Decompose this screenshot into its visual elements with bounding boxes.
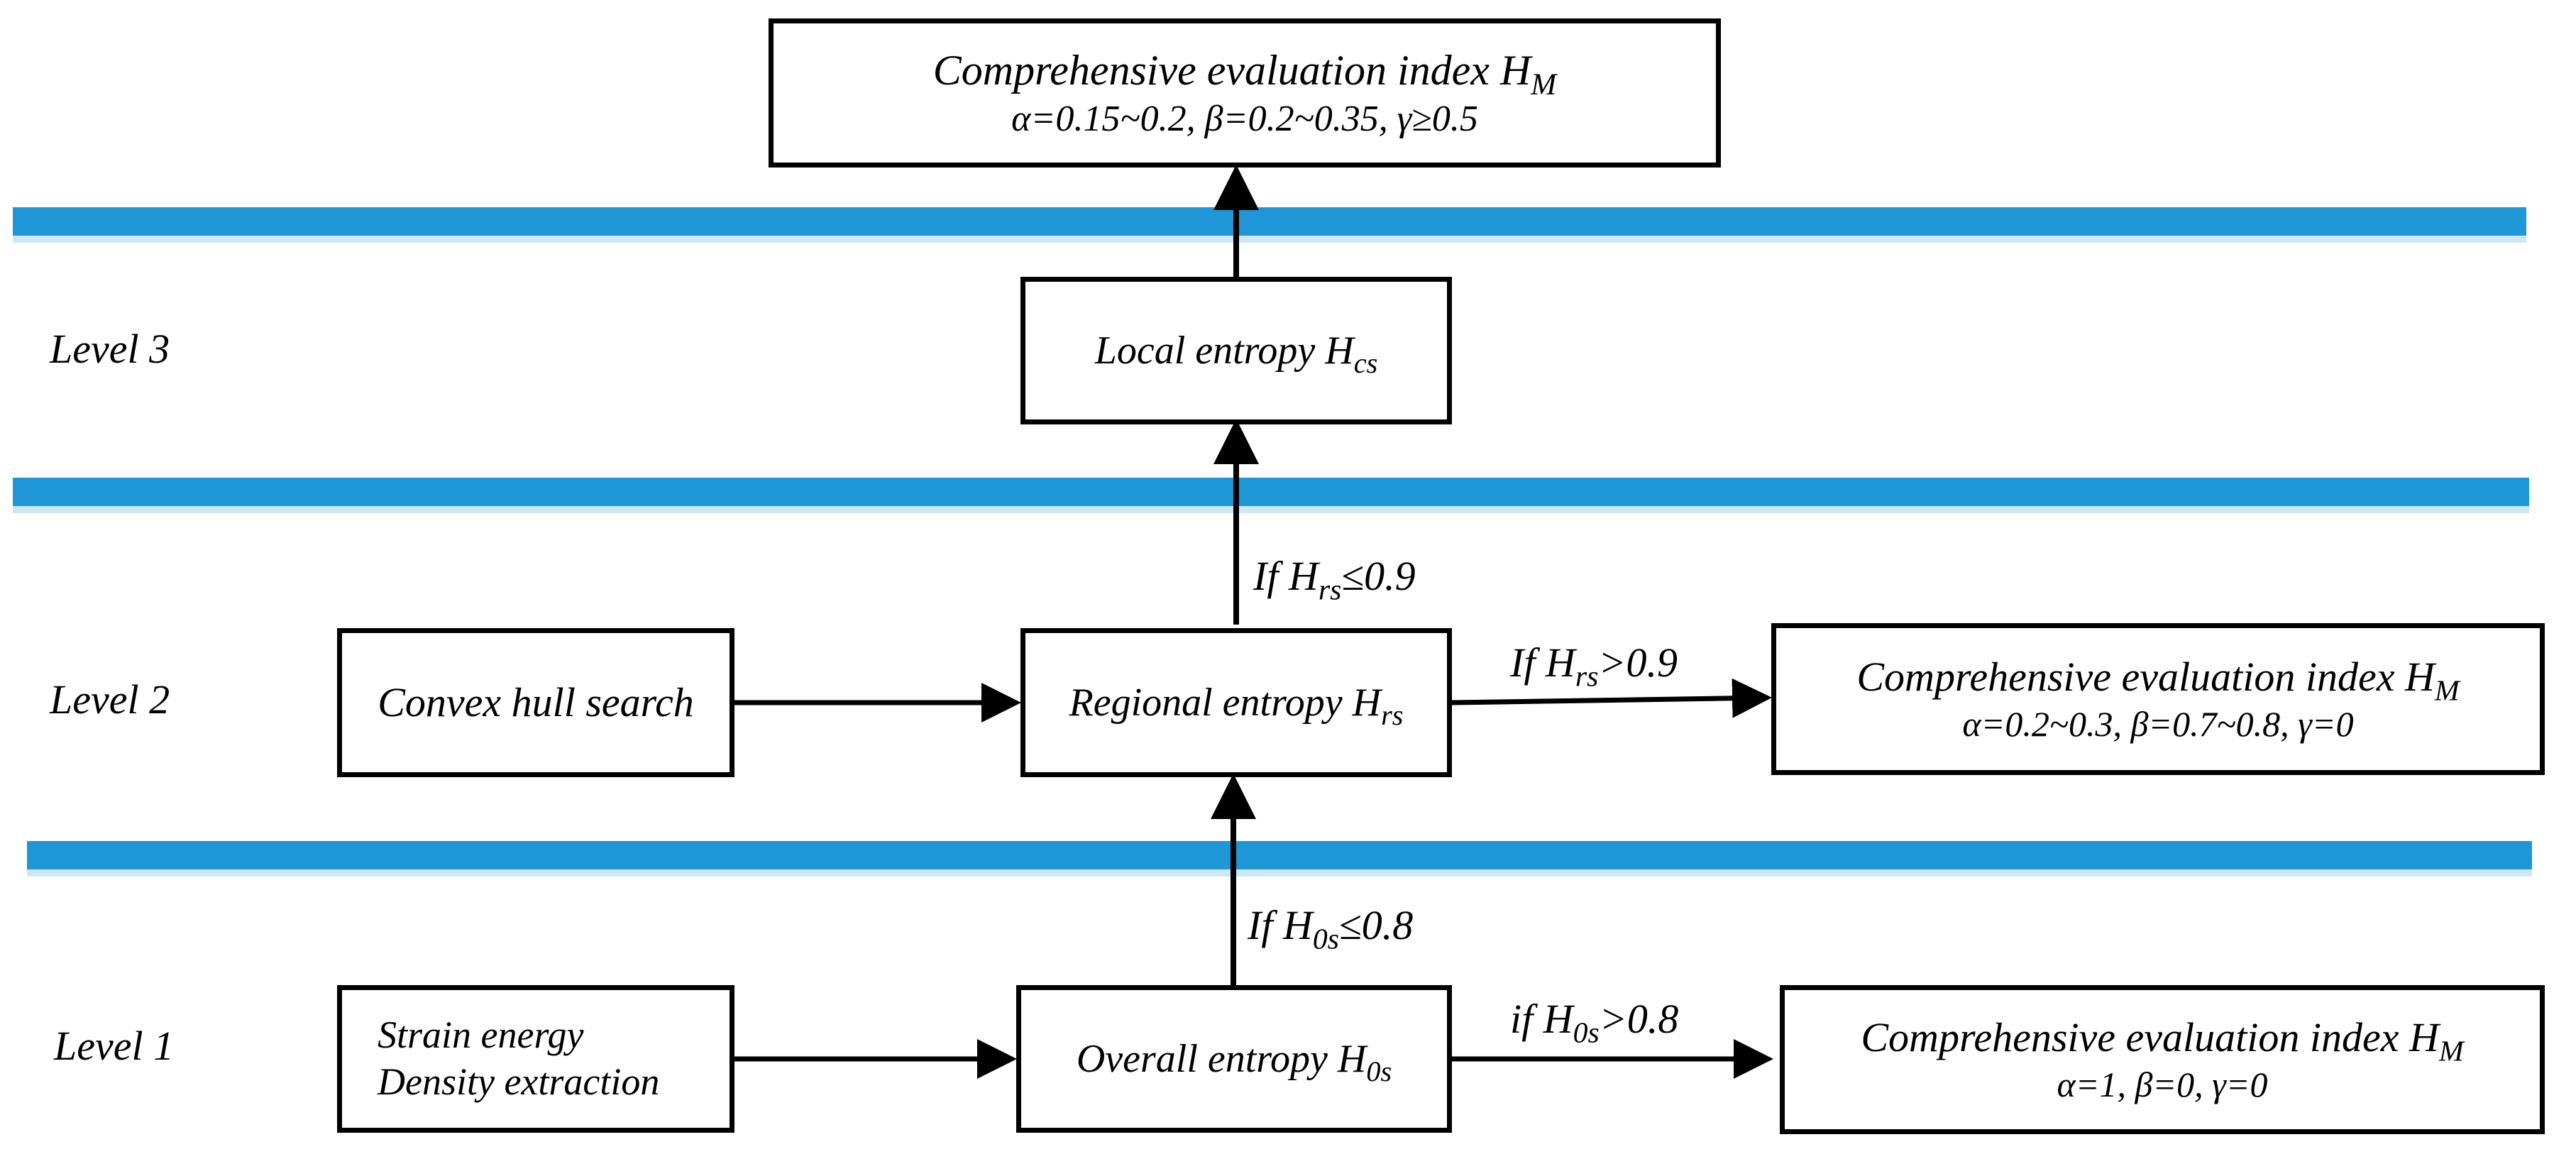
overall-entropy-label: Overall entropy H0s <box>1076 1036 1392 1087</box>
convex-hull-label: Convex hull search <box>378 679 694 725</box>
level1-box-params: α=1, β=0, γ=0 <box>2057 1064 2268 1104</box>
condition-hrs-le: If Hrs≤0.9 <box>1253 553 1416 607</box>
level-1-label: Level 1 <box>54 1023 175 1069</box>
convex-hull-box: Convex hull search <box>337 628 734 777</box>
local-entropy-label: Local entropy Hcs <box>1094 328 1378 379</box>
level2-box-params: α=0.2~0.3, β=0.7~0.8, γ=0 <box>1962 703 2354 744</box>
top-box-title: Comprehensive evaluation index HM <box>932 46 1557 101</box>
level-separator-top <box>13 207 2526 243</box>
regional-entropy-label: Regional entropy Hrs <box>1069 680 1404 731</box>
regional-entropy-box: Regional entropy Hrs <box>1020 628 1452 777</box>
condition-h0s-gt: if H0s>0.8 <box>1510 996 1679 1050</box>
level-separator-bottom <box>27 841 2532 877</box>
level-separator-middle <box>13 478 2529 513</box>
overall-entropy-box: Overall entropy H0s <box>1016 985 1452 1133</box>
condition-hrs-gt: If Hrs>0.9 <box>1510 639 1678 693</box>
level2-evaluation-box: Comprehensive evaluation index HM α=0.2~… <box>1771 623 2545 775</box>
arrow-regional-to-right <box>1451 678 1772 718</box>
level-2-label: Level 2 <box>50 676 170 723</box>
strain-energy-line2: Density extraction <box>378 1060 660 1103</box>
top-evaluation-box: Comprehensive evaluation index HM α=0.15… <box>769 18 1721 167</box>
strain-energy-box: Strain energy Density extraction <box>337 985 734 1133</box>
level1-evaluation-box: Comprehensive evaluation index HM α=1, β… <box>1780 985 2545 1134</box>
level1-box-title: Comprehensive evaluation index HM <box>1861 1014 2464 1068</box>
level2-box-title: Comprehensive evaluation index HM <box>1856 654 2460 708</box>
strain-energy-line1: Strain energy <box>378 1014 584 1057</box>
level-3-label: Level 3 <box>50 326 170 372</box>
top-box-params: α=0.15~0.2, β=0.2~0.35, γ≥0.5 <box>1011 98 1478 139</box>
condition-h0s-le: If H0s≤0.8 <box>1248 902 1414 956</box>
local-entropy-box: Local entropy Hcs <box>1020 277 1452 424</box>
